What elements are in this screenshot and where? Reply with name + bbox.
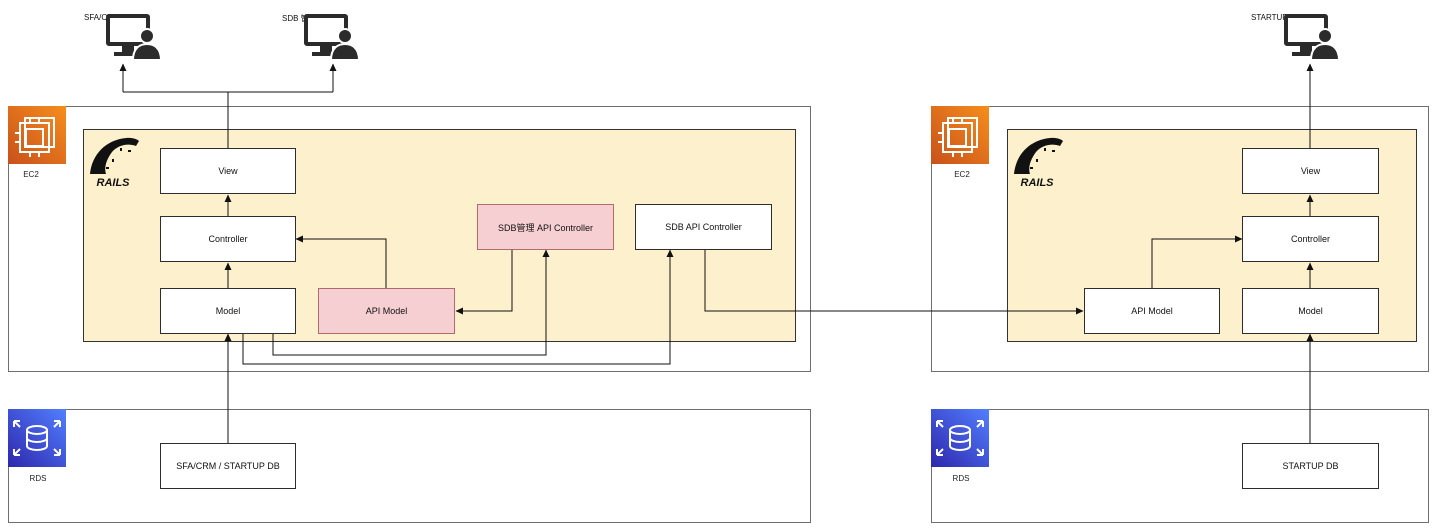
right-view-box: View bbox=[1242, 148, 1379, 194]
startup-db-user-label: STARTUP DB bbox=[1251, 13, 1301, 22]
sdb-admin-api-controller-box: SDB管理 API Controller bbox=[477, 204, 614, 250]
ec2-icon bbox=[8, 106, 66, 164]
model-to-sdb-api-controller-arrow bbox=[242, 249, 674, 365]
user-workstation-icon bbox=[304, 14, 360, 61]
right-api-model-box: API Model bbox=[1084, 288, 1220, 334]
rds-right-label: RDS bbox=[952, 474, 970, 483]
api-model-to-controller-arrow bbox=[295, 235, 387, 288]
rails-logo: RAILS bbox=[1008, 130, 1066, 190]
rails-wordmark: RAILS bbox=[97, 177, 131, 189]
left-database-box: SFA/CRM / STARTUP DB bbox=[160, 443, 296, 489]
right-database-box: STARTUP DB bbox=[1242, 443, 1379, 489]
sdb-api-controller-to-right-api-model-arrow bbox=[704, 250, 1084, 315]
rds-left-label: RDS bbox=[29, 474, 47, 483]
right-api-model-to-controller-arrow bbox=[1151, 235, 1243, 288]
sdb-api-controller-box: SDB API Controller bbox=[635, 204, 772, 250]
rds-left-frame bbox=[8, 409, 811, 523]
rds-icon bbox=[931, 409, 989, 467]
sdb-admin-user-label: SDB 管理 bbox=[282, 14, 317, 23]
ec2-icon bbox=[931, 106, 989, 164]
model-to-sdb-admin-controller-arrow bbox=[272, 249, 550, 356]
right-model-box: Model bbox=[1242, 288, 1379, 334]
left-model-box: Model bbox=[160, 288, 296, 334]
sfa-crm-user-label: SFA/CRM bbox=[84, 13, 120, 22]
ec2-left-label: EC2 bbox=[23, 170, 39, 179]
rails-logo: RAILS bbox=[84, 130, 142, 190]
user-workstation-icon bbox=[106, 14, 162, 61]
left-api-model-box: API Model bbox=[318, 288, 455, 334]
rails-wordmark: RAILS bbox=[1021, 177, 1055, 189]
rds-icon bbox=[8, 409, 66, 467]
rails-logo-mark: RAILS bbox=[1014, 137, 1063, 189]
left-view-box: View bbox=[160, 148, 296, 194]
rails-logo-mark: RAILS bbox=[90, 137, 139, 189]
sdb-admin-controller-to-api-model-arrow bbox=[455, 250, 513, 315]
user-workstation-icon bbox=[1284, 14, 1340, 61]
left-controller-box: Controller bbox=[160, 216, 296, 262]
right-controller-box: Controller bbox=[1242, 216, 1379, 262]
ec2-right-label: EC2 bbox=[954, 170, 970, 179]
